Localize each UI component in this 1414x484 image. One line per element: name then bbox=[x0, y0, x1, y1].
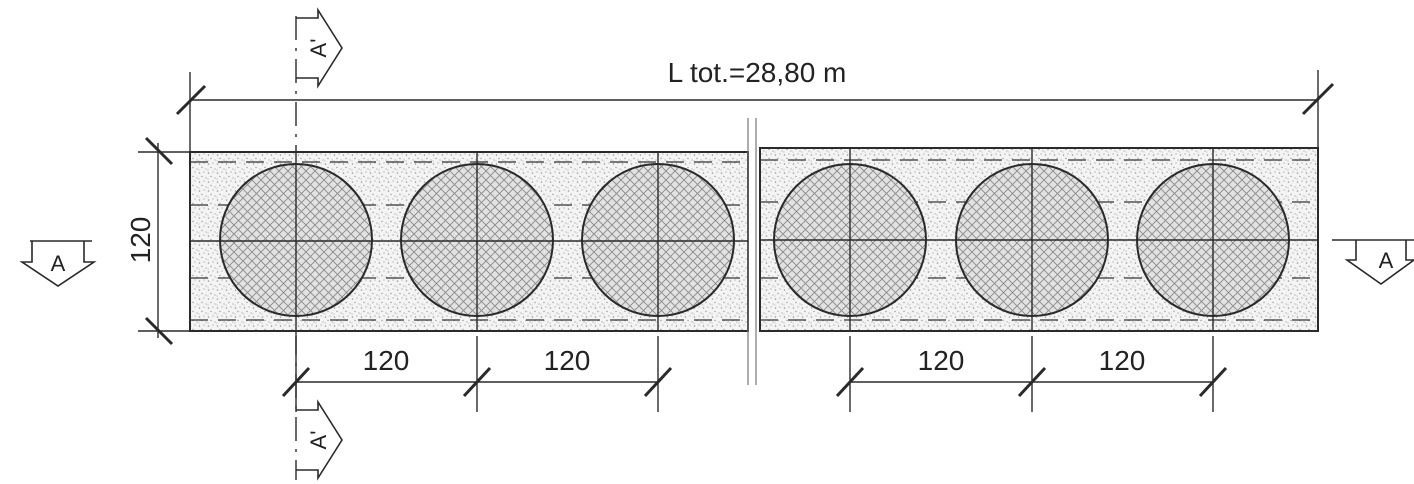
spacing-label-4: 120 bbox=[1099, 345, 1146, 376]
section-a-left-label: A bbox=[51, 251, 66, 276]
section-a-right-label: A bbox=[1379, 248, 1394, 273]
spacing-dimension-right bbox=[835, 336, 1228, 412]
section-a-prime-bottom-label: A' bbox=[306, 431, 331, 450]
total-length-label: L tot.=28,80 m bbox=[668, 57, 847, 88]
break-lines bbox=[747, 118, 757, 385]
section-marker-a-prime-bottom bbox=[296, 399, 343, 481]
height-label: 120 bbox=[125, 217, 156, 264]
spacing-label-1: 120 bbox=[363, 345, 410, 376]
spacing-label-3: 120 bbox=[918, 345, 965, 376]
voids bbox=[219, 163, 1290, 317]
center-line bbox=[190, 239, 1318, 242]
height-dimension bbox=[138, 136, 190, 346]
section-marker-a-prime-top bbox=[296, 7, 343, 89]
section-marker-a-left bbox=[19, 240, 97, 287]
void-axes bbox=[295, 148, 1214, 331]
spacing-dimension-left bbox=[281, 336, 673, 412]
section-a-prime-top-label: A' bbox=[306, 39, 331, 58]
section-marker-a-right bbox=[1332, 239, 1414, 285]
spacing-label-2: 120 bbox=[544, 345, 591, 376]
total-length-dimension bbox=[175, 70, 1335, 152]
